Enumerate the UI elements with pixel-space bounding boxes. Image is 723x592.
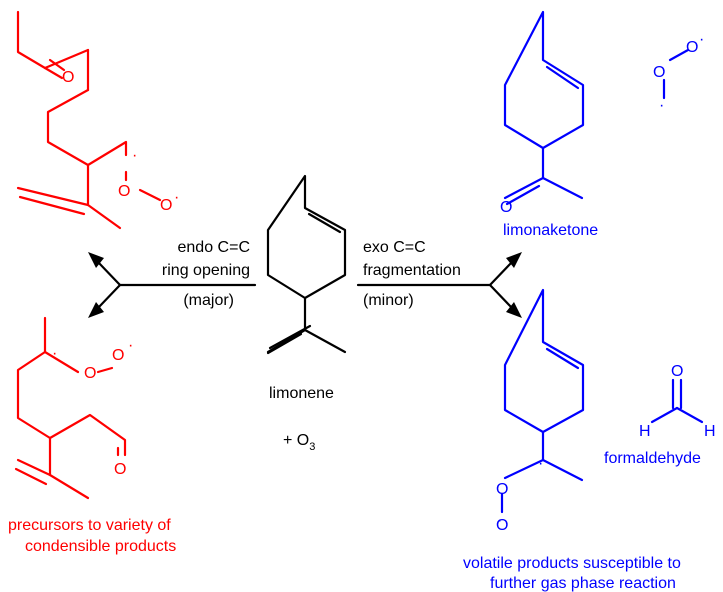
exo-criegee-structure [500,288,585,514]
formaldehyde-h1: H [639,423,651,440]
endo-product-2-structure [14,316,127,500]
exo-label-line3: (minor) [363,292,414,309]
endo-product-2-radical-dot: · [52,345,57,362]
criegee-peroxy-dot: · [699,31,704,48]
endo-product-2-aldehyde-o: O [114,461,126,478]
limonaketone-label: limonaketone [503,222,598,239]
formaldehyde-label: formaldehyde [604,450,701,467]
limonaketone-o: O [500,199,512,216]
endo-product-1-structure [16,10,162,230]
criegee-o1: O [653,64,665,81]
endo-caption-line2: condensible products [25,538,176,555]
criegee-fragment-structure [662,48,690,100]
endo-product-1-radical-dot: · [132,147,137,164]
endo-split-arrow [88,252,257,318]
endo-product-2-peroxy-dot: · [128,337,133,354]
criegee-radical-dot: · [659,97,664,114]
criegee-o2: O [686,39,698,56]
exo-criegee-radical-dot: · [538,455,543,472]
endo-product-1-peroxy-dot: · [174,189,179,206]
exo-split-arrow [356,252,522,318]
exo-criegee-peroxy-dot: · [497,512,502,529]
exo-caption-line1: volatile products susceptible to [463,555,681,572]
endo-product-1-ketone-o: O [62,69,74,86]
exo-caption-line2: further gas phase reaction [490,575,676,592]
endo-label-line2: ring opening [162,262,250,279]
limonene-structure [266,174,347,355]
endo-label-line3: (major) [183,292,234,309]
exo-criegee-o2: O [496,517,508,534]
endo-product-1-o2: O [160,197,172,214]
formaldehyde-o: O [671,363,683,380]
endo-caption-line1: precursors to variety of [8,517,171,534]
exo-label-line1: exo C=C [363,239,426,256]
limonaketone-structure [503,10,585,206]
exo-criegee-o1: O [496,481,508,498]
formaldehyde-structure [650,378,704,424]
limonene-label: limonene [269,385,334,402]
endo-label-line1: endo C=C [178,239,251,256]
exo-label-line2: fragmentation [363,262,461,279]
formaldehyde-h2: H [704,423,716,440]
endo-product-1-o1: O [118,183,130,200]
endo-product-2-o2: O [112,347,124,364]
ozone-label: + O3 [283,432,315,453]
endo-product-2-o1: O [84,365,96,382]
